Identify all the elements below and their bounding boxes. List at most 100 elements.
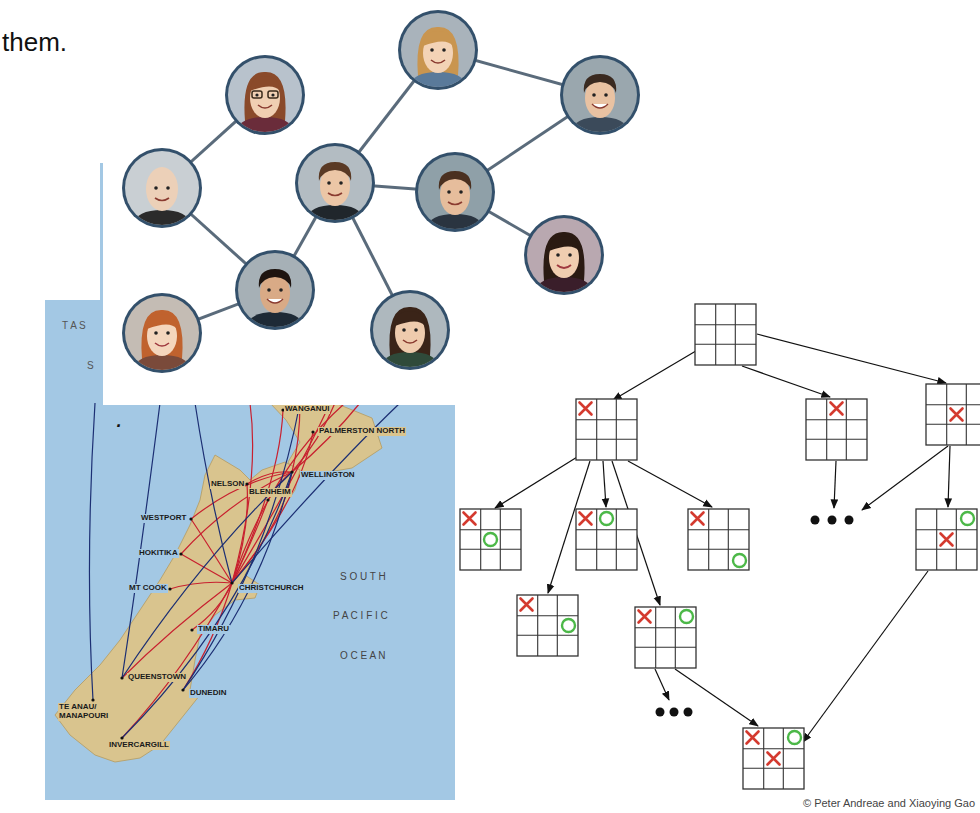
person-photo: [417, 27, 458, 76]
tic-tac-toe-board: [688, 509, 749, 570]
tic-tac-toe-board: [733, 554, 746, 567]
friend-link: [162, 50, 600, 333]
person-photo: [415, 152, 495, 232]
person-photo: [295, 143, 375, 223]
tree-arrow: [495, 454, 582, 508]
person-photo: [225, 55, 305, 135]
person-photo: [267, 299, 283, 303]
city-name: WESTPORT: [140, 514, 187, 523]
city-name: WELLINGTON: [300, 471, 356, 480]
person-photo: [380, 352, 440, 370]
tic-tac-toe-board: [692, 513, 704, 525]
person-photo: [255, 93, 258, 96]
person-photo: [155, 198, 169, 201]
person-photo: [295, 143, 375, 223]
flight-route: [89, 403, 400, 738]
tic-tac-toe-board: [926, 384, 980, 445]
person-photo: [408, 72, 468, 90]
person-photo: [560, 55, 640, 135]
flight-route: [191, 519, 232, 583]
person-photo: [166, 186, 170, 190]
south-island: [55, 455, 300, 762]
tree-arrow: [757, 334, 946, 383]
tic-tac-toe-board: [768, 753, 780, 765]
person-photo: [442, 48, 446, 52]
person-photo: [560, 55, 640, 135]
person-photo: [327, 181, 331, 185]
person-photo: [252, 91, 262, 98]
person-photo: [268, 91, 278, 98]
person-photo: [431, 60, 445, 63]
panel: [103, 163, 455, 405]
tic-tac-toe-board: [695, 304, 756, 365]
city-dot: [91, 698, 94, 701]
flight-route: [232, 403, 330, 583]
tree-arrow: [803, 571, 928, 742]
city-name: DUNEDIN: [189, 689, 227, 698]
person-photo: [328, 193, 342, 196]
person-photo: [132, 210, 192, 228]
person-photo: [252, 91, 278, 98]
social-network: [103, 10, 640, 405]
person-photo: [235, 250, 315, 330]
person-photo: [584, 74, 616, 93]
person-photo: [592, 93, 596, 97]
city-dot: [91, 408, 314, 739]
person-photo: [235, 250, 315, 330]
flight-route: [181, 554, 232, 583]
person-photo: [524, 215, 604, 295]
person-photo: [524, 215, 604, 295]
city-dot: [190, 628, 193, 631]
copyright-note: © Peter Andreae and Xiaoying Gao: [803, 797, 975, 809]
city-name: WANGANUI: [284, 405, 330, 414]
flight-route: [122, 403, 360, 738]
person-photo: [414, 328, 418, 332]
tree-arrow: [675, 669, 758, 726]
person-photo: [604, 93, 608, 97]
tic-tac-toe-board: [743, 728, 804, 789]
person-photo: [122, 293, 202, 373]
tic-tac-toe-board: [576, 509, 637, 570]
ellipsis-dots: [670, 708, 679, 717]
tree-arrow: [603, 461, 606, 507]
person-photo: [425, 214, 485, 232]
tree-arrow: [948, 446, 950, 507]
tic-tac-toe-board: [806, 399, 867, 460]
tic-tac-toe-board: [460, 509, 521, 570]
person-photo: [447, 190, 451, 194]
person-photo: [244, 72, 285, 121]
flight-route: [89, 403, 95, 700]
sea-name: S: [87, 360, 94, 371]
person-photo: [568, 253, 572, 257]
person-photo: [439, 171, 471, 190]
flight-route: [181, 472, 292, 554]
city-dot: [245, 482, 248, 485]
flight-route: [192, 583, 232, 630]
tic-tac-toe-board: [806, 399, 867, 460]
person-photo: [415, 152, 495, 232]
city-name: PALMERSTON NORTH: [318, 427, 406, 436]
sea-name: T A S: [62, 320, 86, 331]
tic-tac-toe-board: [831, 403, 843, 415]
tree-arrow: [628, 461, 712, 507]
person-photo: [235, 250, 315, 330]
person-photo: [305, 205, 365, 223]
city-dot: [181, 688, 184, 691]
city-dot: [168, 587, 171, 590]
game-tree: [460, 304, 980, 789]
tic-tac-toe-board: [926, 384, 980, 445]
tic-tac-toe-board: [576, 399, 637, 460]
tic-tac-toe-board: [747, 732, 759, 744]
person-photo: [122, 293, 202, 373]
person-photo: [560, 55, 640, 135]
person-photo: [370, 290, 450, 370]
person-photo: [295, 143, 375, 223]
tic-tac-toe-board: [521, 599, 533, 611]
tic-tac-toe-board: [916, 509, 977, 570]
person-photo: [560, 55, 640, 135]
person-photo: [423, 31, 453, 46]
tic-tac-toe-board: [600, 512, 613, 525]
city-dot: [120, 676, 123, 679]
person-photo: [339, 181, 343, 185]
person-photo: [122, 293, 202, 373]
